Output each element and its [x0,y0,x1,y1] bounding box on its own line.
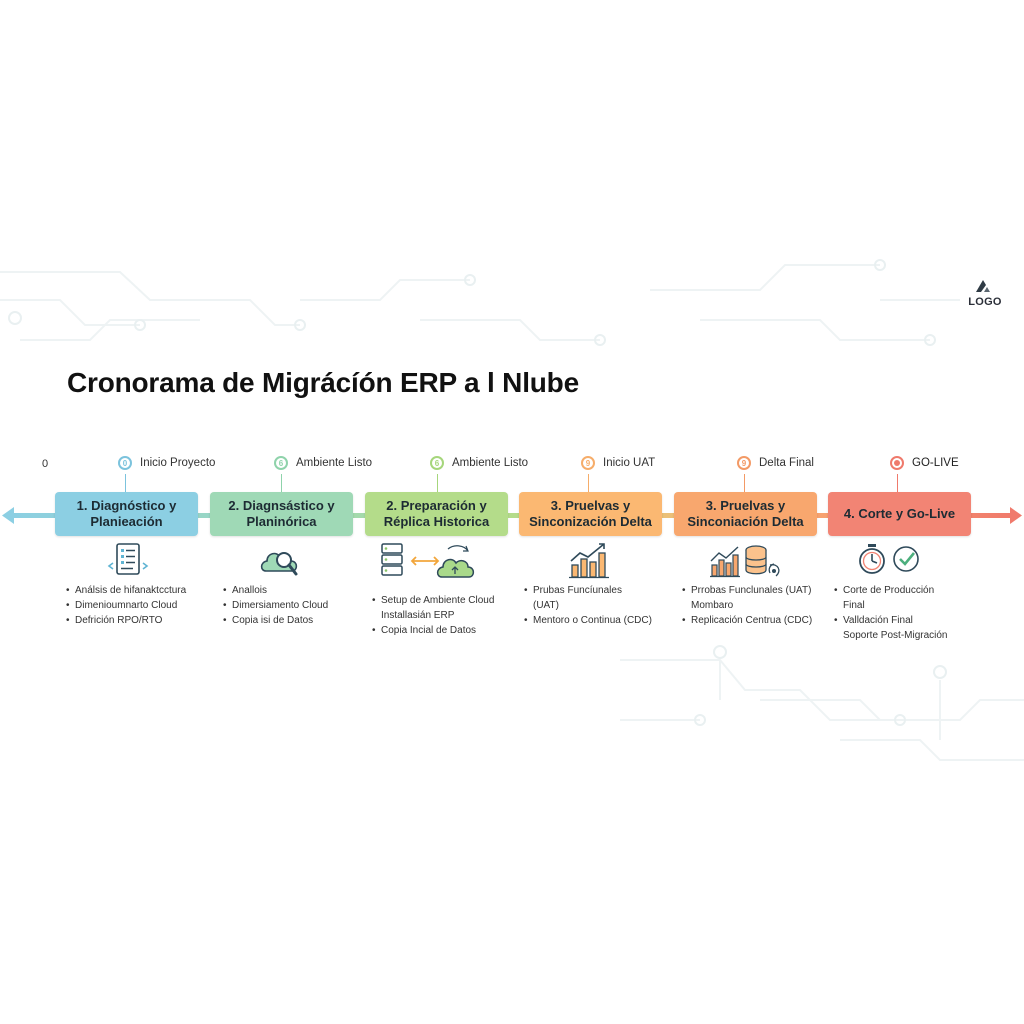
page-title: Cronorama de Migrácíón ERP a l Nlube [67,367,579,398]
milestone-marker-icon: 6 [430,456,444,470]
phase-box-4: 3. Pruelvas y Sinconización Delta [519,492,662,536]
server-cloud-sync-icon [381,543,475,578]
milestone-inicio-uat: 9 Inicio UAT [581,456,655,470]
milestone-label: Ambiente Listo [296,457,373,469]
logo-text: LOGO [968,296,1002,308]
stopwatch-check-icon [859,544,919,574]
milestone-label: GO-LIVE [912,457,959,469]
milestone-stem [588,474,589,493]
list-item: •Valldación Final [834,615,913,626]
phase-6-tasks: •Corte de Producción Final •Valldación F… [832,583,948,643]
logo-mark-icon [976,280,990,292]
list-item: (UAT) [533,600,559,611]
list-item: •Prrobas Funclunales (UAT) [682,585,812,596]
list-item: •Dimenioumnarto Cloud [66,600,178,611]
list-item: •Dimersiamento Cloud [223,600,329,611]
timeline-start-label: 0 [42,458,49,470]
milestone-marker-icon [890,456,904,470]
checklist-icon [107,543,149,575]
list-item: •Anallois [223,585,268,596]
chart-database-sync-icon [710,545,780,578]
phase-box-1: 1. Diagnóstico y Planieación [55,492,198,536]
phase-2-tasks: •Anallois •Dimersiamento Cloud •Copia is… [221,583,328,628]
milestone-marker-icon: 0 [118,456,132,470]
list-item: •Análsis de hifanaktcctura [66,585,187,596]
list-item: •Copia Incial de Datos [372,625,477,636]
milestone-marker-icon: 9 [581,456,595,470]
phase-box-3: 2. Preparación y Réplica Historica [365,492,508,536]
phase-5-tasks: •Prrobas Funclunales (UAT) Mombaro •Repl… [680,583,812,628]
milestone-label: Ambiente Listo [452,457,529,469]
milestone-stem [744,474,745,493]
milestone-ambiente-listo-1: 6 Ambiente Listo [274,456,372,470]
list-item: •Setup de Ambiente Cloud [372,595,495,606]
list-item: Final [843,600,865,611]
milestone-stem [897,474,898,493]
phase-4-tasks: •Prubas Funcíunales (UAT) •Mentoro o Con… [522,583,652,628]
list-item: •Defrición RPO/RTO [66,615,163,626]
milestone-delta-final: 9 Delta Final [737,456,814,470]
list-item: •Copia isi de Datos [223,615,314,626]
phase-box-2: 2. Diagnsástico y Planinórica [210,492,353,536]
milestone-marker-icon: 6 [274,456,288,470]
milestone-label: Inicio UAT [603,457,656,469]
phase-3-tasks: •Setup de Ambiente Cloud Installasián ER… [370,593,494,638]
list-item: Mombaro [691,600,734,611]
phase-1-tasks: •Análsis de hifanaktcctura •Dimenioumnar… [64,583,186,628]
list-item: •Corte de Producción [834,585,935,596]
list-item: Soporte Post-Migración [843,630,948,641]
milestone-inicio-proyecto: 0 Inicio Proyecto [118,456,215,470]
list-item: •Replicación Centrua (CDC) [682,615,813,626]
cloud-search-icon [260,552,298,576]
phase-box-6: 4. Corte y Go-Live [828,492,971,536]
milestone-marker-icon: 9 [737,456,751,470]
milestone-stem [281,474,282,493]
milestone-go-live: GO-LIVE [890,456,959,470]
milestone-stem [437,474,438,493]
milestone-label: Inicio Proyecto [140,457,216,469]
milestone-label: Delta Final [759,457,814,469]
logo: LOGO [962,278,1008,308]
milestone-ambiente-listo-2: 6 Ambiente Listo [430,456,528,470]
list-item: Installasián ERP [381,610,455,621]
milestone-stem [125,474,126,493]
list-item: •Mentoro o Continua (CDC) [524,615,652,626]
list-item: •Prubas Funcíunales [524,585,622,596]
bar-chart-growth-icon [569,543,609,579]
phase-box-5: 3. Pruelvas y Sinconiación Delta [674,492,817,536]
